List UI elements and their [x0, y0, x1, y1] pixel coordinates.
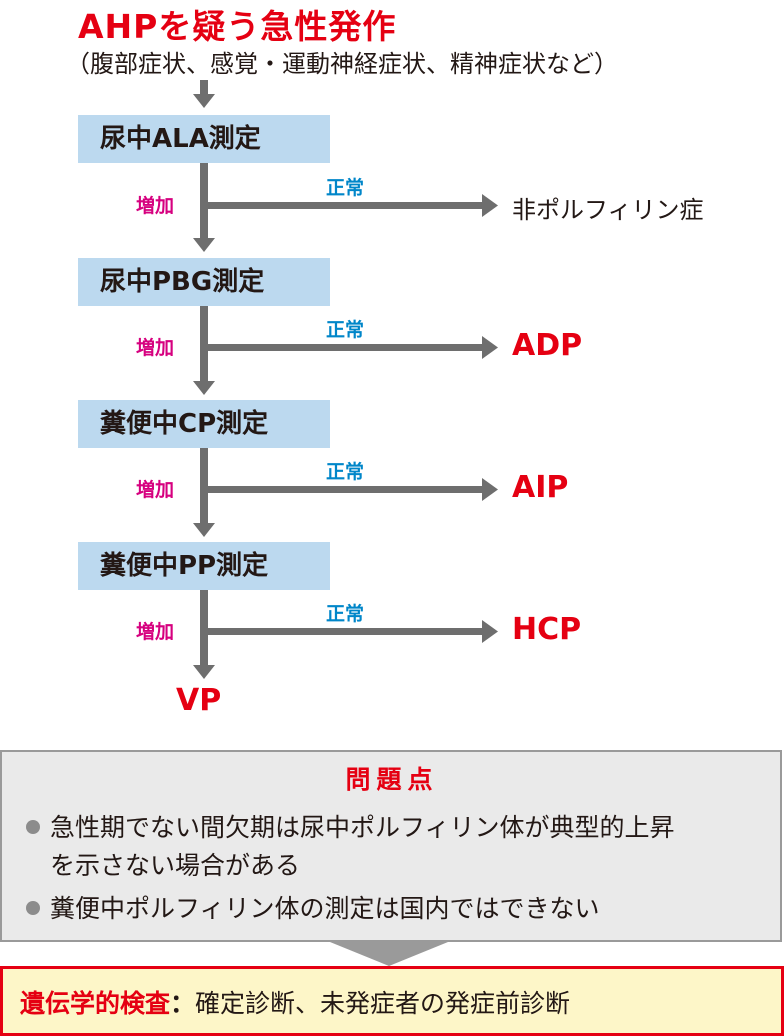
problem-item-2-line1: 糞便中ポルフィリン体の測定は国内ではできない	[50, 894, 600, 923]
problems-panel	[0, 750, 782, 942]
step-box-fecal-cp: 糞便中CP測定	[78, 400, 330, 448]
normal-label: 正常	[326, 319, 365, 341]
result-hcp: HCP	[512, 612, 582, 647]
page-title: AHPを疑う急性発作	[78, 7, 397, 46]
arrow-right-icon	[204, 620, 498, 643]
normal-label: 正常	[326, 177, 365, 199]
step-box-pbg: 尿中PBG測定	[78, 258, 330, 306]
chevron-down-icon	[330, 942, 448, 966]
result-vp: VP	[176, 683, 222, 718]
bullet-icon	[26, 820, 40, 834]
result-adp: ADP	[512, 328, 583, 363]
genetic-test-description: 確定診断、未発症者の発症前診断	[195, 989, 571, 1018]
increase-label: 増加	[136, 621, 175, 643]
problem-item-1-line2: を示さない場合がある	[50, 851, 301, 880]
step-box-ala: 尿中ALA測定	[78, 115, 330, 163]
increase-label: 増加	[136, 195, 175, 217]
normal-label: 正常	[326, 461, 365, 483]
page-subtitle: （腹部症状、感覚・運動神経症状、精神症状など）	[66, 50, 618, 78]
result-aip: AIP	[512, 470, 569, 505]
arrow-right-icon	[204, 478, 498, 501]
normal-label: 正常	[326, 603, 365, 625]
increase-label: 増加	[136, 337, 175, 359]
result-non-porphyria: 非ポルフィリン症	[512, 196, 704, 224]
genetic-test-text: 遺伝学的検査：確定診断、未発症者の発症前診断	[20, 984, 570, 1020]
problems-title: 問題点	[345, 765, 439, 794]
problem-item-1-line1: 急性期でない間欠期は尿中ポルフィリン体が典型的上昇	[50, 813, 675, 842]
step-box-fecal-pp: 糞便中PP測定	[78, 542, 330, 590]
bullet-icon	[26, 901, 40, 915]
genetic-test-box	[0, 966, 784, 1036]
arrow-right-icon	[204, 194, 498, 217]
arrow-down-icon	[193, 80, 215, 108]
genetic-test-keyword: 遺伝学的検査	[20, 989, 171, 1018]
genetic-test-colon: ：	[170, 989, 196, 1018]
arrow-right-icon	[204, 336, 498, 359]
increase-label: 増加	[136, 479, 175, 501]
